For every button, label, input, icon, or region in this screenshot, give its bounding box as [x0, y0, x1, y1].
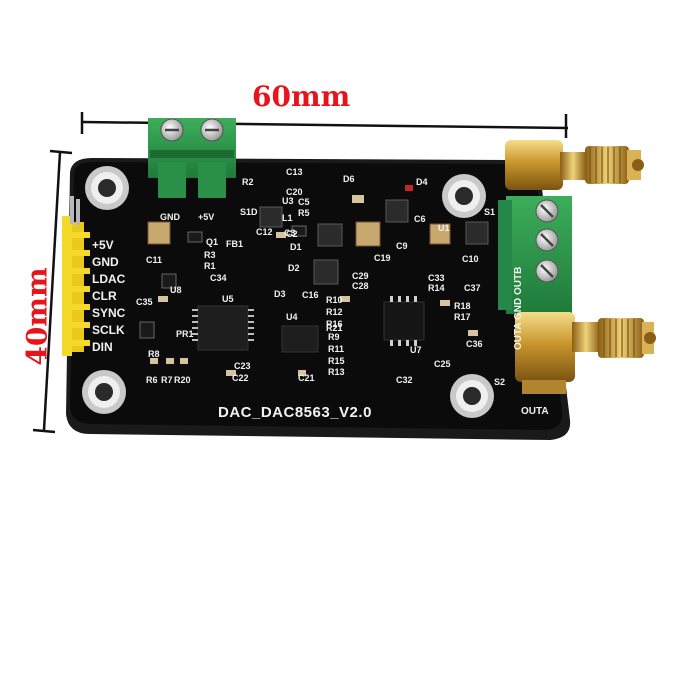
label-r6: R6: [146, 375, 158, 385]
label-pr1: PR1: [176, 329, 194, 339]
label-u1: U1: [438, 223, 450, 233]
output-terminal-block: [498, 196, 572, 314]
pin-label-gnd: GND: [92, 255, 119, 269]
label-u4: U4: [286, 312, 298, 322]
width-dimension-label: 60mm: [252, 80, 351, 113]
label-c20: C20: [286, 187, 303, 197]
label-d4: D4: [416, 177, 428, 187]
label-c19: C19: [374, 253, 391, 263]
label-c11: C11: [146, 255, 163, 265]
label-c35: C35: [136, 297, 153, 307]
label-r11: R11: [328, 344, 345, 354]
label-r7: R7: [161, 375, 173, 385]
power-terminal-block: [148, 118, 236, 198]
opamp-chip-u7: [383, 296, 425, 346]
terminal-label-5v: +5V: [198, 212, 215, 222]
label-c34: C34: [210, 273, 227, 283]
label-c36: C36: [466, 339, 483, 349]
label-c5: C5: [298, 197, 310, 207]
label-s2: S2: [494, 377, 506, 387]
label-r17: R17: [454, 312, 471, 322]
label-r3: R3: [204, 250, 216, 260]
pin-header: [62, 196, 90, 356]
small-chip-components: [150, 185, 478, 376]
label-r8: R8: [148, 349, 160, 359]
label-r16: R16: [326, 319, 343, 329]
label-c2: C2: [286, 229, 298, 239]
label-r12: R12: [326, 307, 343, 317]
label-fb1: FB1: [226, 239, 244, 249]
label-c32: C32: [396, 375, 413, 385]
mounting-hole-bottom-right: [450, 374, 494, 418]
label-u8: U8: [170, 285, 182, 295]
label-d2: D2: [288, 263, 300, 273]
label-c29: C29: [352, 271, 369, 281]
label-r13: R13: [328, 367, 345, 377]
label-r10: R10: [326, 295, 343, 305]
label-c16: C16: [302, 290, 319, 300]
label-u3: U3: [282, 196, 294, 206]
label-r14: R14: [428, 283, 445, 293]
label-c9: C9: [396, 241, 408, 251]
sma-connector-outb: [505, 140, 644, 190]
pin-label-clr: CLR: [92, 289, 117, 303]
label-c23: C23: [234, 361, 251, 371]
label-c33: C33: [428, 273, 445, 283]
label-r1: R1: [204, 261, 216, 271]
chip-u4: [281, 325, 319, 353]
label-c13: C13: [286, 167, 303, 177]
mounting-hole-bottom-left: [82, 370, 126, 414]
terminal-label-gnd: GND: [160, 212, 180, 222]
label-u7: U7: [410, 345, 422, 355]
label-l1: L1: [282, 213, 293, 223]
board-title: DAC_DAC8563_V2.0: [218, 404, 372, 421]
label-q1: Q1: [206, 237, 219, 247]
dac-chip-u5: [192, 305, 254, 351]
label-s1: S1: [484, 207, 496, 217]
label-c28: C28: [352, 281, 369, 291]
label-r18: R18: [454, 301, 471, 311]
output-terminal-labels: OUTA GND OUTB: [513, 266, 524, 350]
sma-connector-outa: [515, 312, 656, 394]
sot-transistors: [139, 225, 307, 339]
label-c21: C21: [298, 373, 315, 383]
label-d1: D1: [290, 242, 302, 252]
label-r9: R9: [328, 332, 340, 342]
height-dimension-line: [32, 149, 73, 434]
label-r20: R20: [174, 375, 191, 385]
mounting-hole-top-right: [442, 174, 486, 218]
pin-label-ldac: LDAC: [92, 272, 126, 286]
label-c22: C22: [232, 373, 249, 383]
label-r21: R21: [326, 323, 343, 333]
pin-label-5v: +5V: [92, 238, 114, 252]
label-d6: D6: [343, 174, 355, 184]
label-c25: C25: [434, 359, 451, 369]
label-c37: C37: [464, 283, 481, 293]
label-d3: D3: [274, 289, 286, 299]
mounting-hole-top-left: [85, 166, 129, 210]
pin-label-sclk: SCLK: [92, 323, 125, 337]
label-r5: R5: [298, 208, 310, 218]
pin-label-sync: SYNC: [92, 306, 126, 320]
label-r2: R2: [242, 177, 254, 187]
label-c6: C6: [414, 214, 426, 224]
label-s1d: S1D: [240, 207, 258, 217]
label-c10: C10: [462, 254, 479, 264]
inductor-blocks: [259, 199, 489, 285]
height-dimension-label: 40mm: [20, 267, 54, 366]
tantalum-capacitors: [147, 221, 451, 247]
label-r15: R15: [328, 356, 345, 366]
label-c3: C3: [284, 228, 296, 238]
pin-label-din: DIN: [92, 340, 113, 354]
label-u5: U5: [222, 294, 234, 304]
outa-label: OUTA: [521, 406, 549, 417]
label-c12: C12: [256, 227, 273, 237]
